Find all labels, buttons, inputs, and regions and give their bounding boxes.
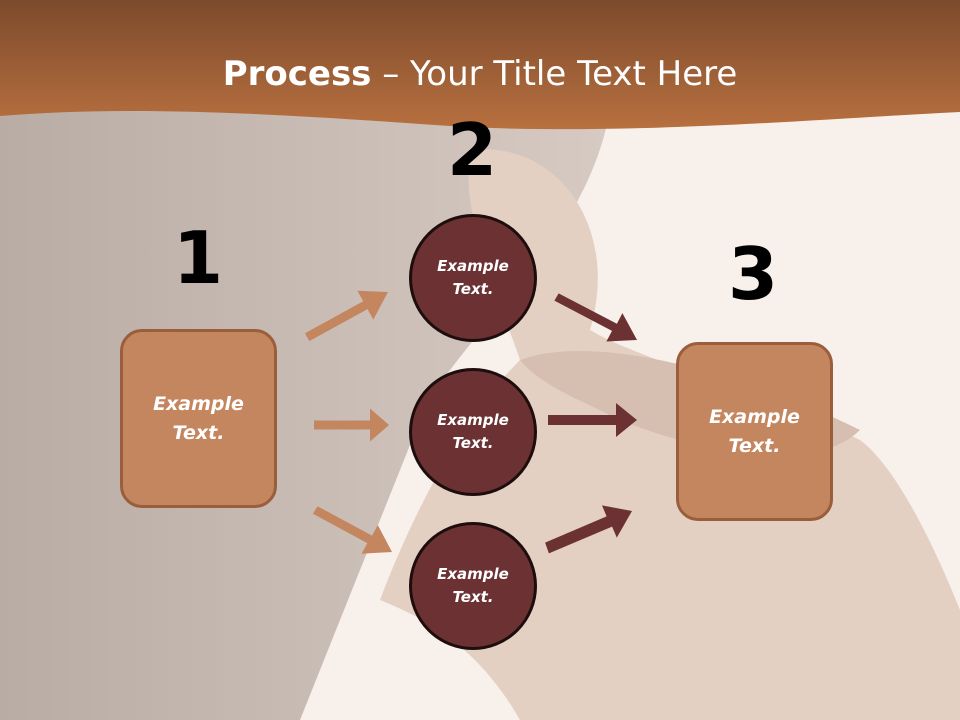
slide-title: Process – Your Title Text Here xyxy=(0,52,960,96)
process-circle-top-label: Example Text. xyxy=(437,257,509,298)
process-circle-bottom-label: Example Text. xyxy=(437,565,509,606)
process-circle-bottom: Example Text. xyxy=(409,522,537,650)
arrow-left-up xyxy=(305,290,388,342)
process-box-left-label: Example Text. xyxy=(153,392,244,444)
arrow-left-down xyxy=(312,506,392,554)
arrow-right-down xyxy=(545,505,632,554)
process-box-right-label: Example Text. xyxy=(709,405,800,457)
arrow-left-mid xyxy=(314,408,389,442)
step-number-1: 1 xyxy=(172,216,224,300)
header-band xyxy=(0,0,960,130)
step-number-3: 3 xyxy=(727,232,779,316)
title-bold: Process xyxy=(222,54,372,94)
arrow-right-mid xyxy=(548,403,637,437)
arrow-right-up xyxy=(554,293,637,342)
process-box-right: Example Text. xyxy=(676,342,833,521)
process-circle-mid-label: Example Text. xyxy=(437,411,509,452)
process-circle-mid: Example Text. xyxy=(409,368,537,496)
process-circle-top: Example Text. xyxy=(409,214,537,342)
title-rest: – Your Title Text Here xyxy=(371,54,738,94)
process-box-left: Example Text. xyxy=(120,329,277,508)
step-number-2: 2 xyxy=(446,108,498,192)
